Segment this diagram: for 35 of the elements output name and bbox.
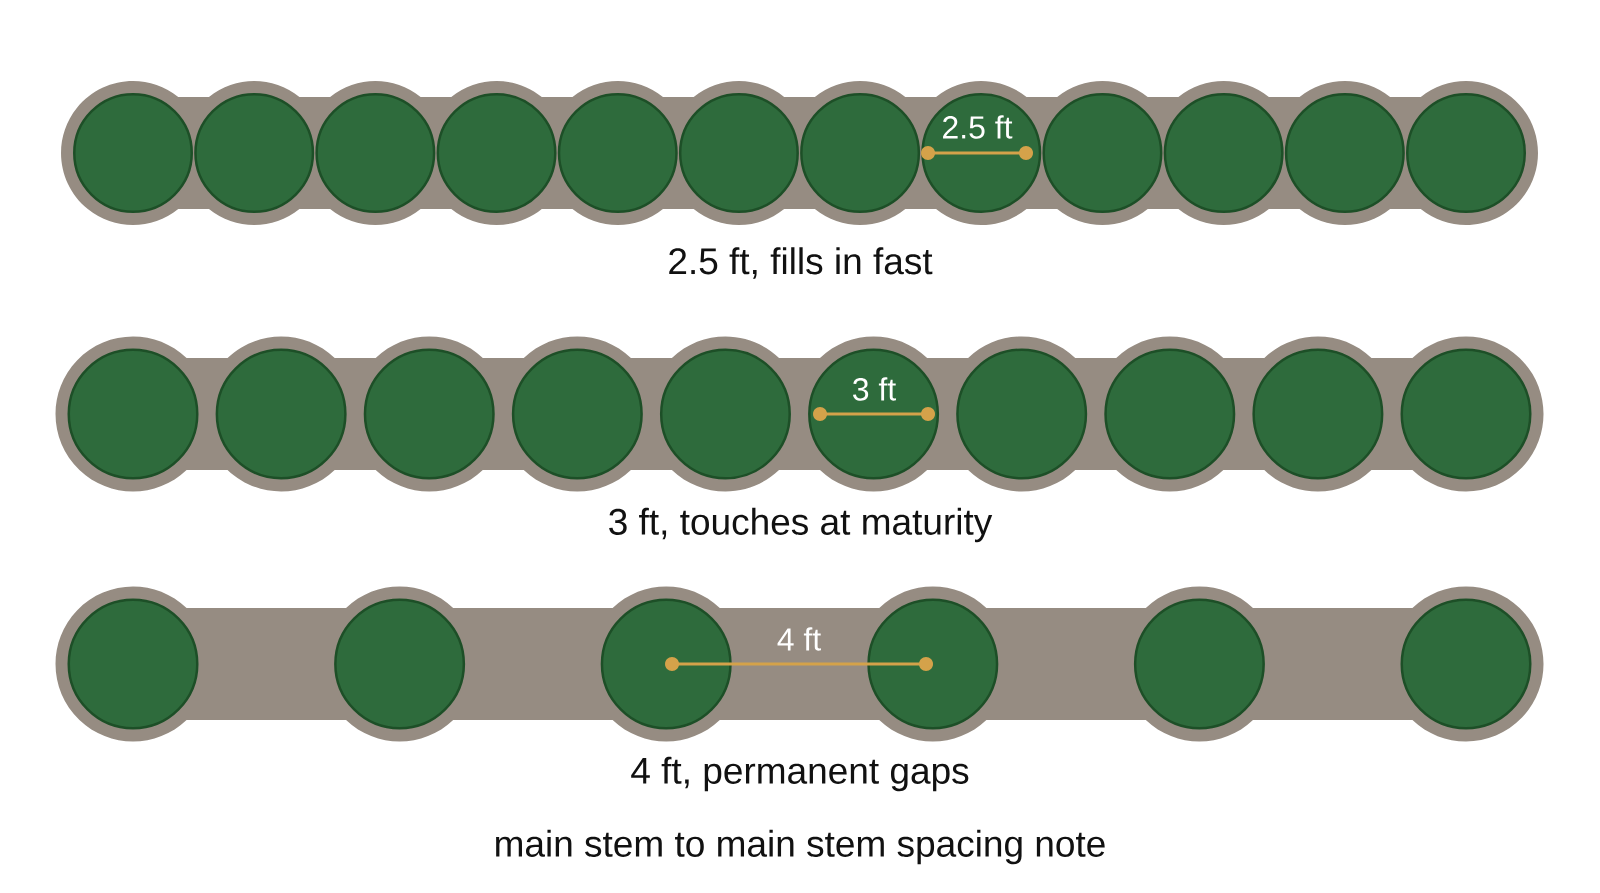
row-caption: 3 ft, touches at maturity (609, 507, 993, 543)
plant-circle (600, 598, 732, 730)
plant-circle (956, 348, 1088, 480)
plant-circle (67, 598, 199, 730)
plant-circle (334, 598, 466, 730)
plant-circle (511, 348, 643, 480)
plant-circle (1042, 93, 1163, 213)
plant-circle (678, 93, 799, 213)
plant-circle (67, 348, 199, 480)
dimension-label: 2.5 ft (943, 115, 1013, 139)
plant-circle (315, 93, 436, 213)
plant-circle (73, 93, 193, 213)
plant-circle (1406, 93, 1526, 213)
plant-circle (1252, 348, 1384, 480)
plant-circle (1163, 93, 1284, 213)
plant-circle (436, 93, 557, 213)
plant-circle (215, 348, 347, 480)
plant-circle (1133, 598, 1265, 730)
dimension-label: 3 ft (853, 377, 896, 401)
plant-circle (659, 348, 791, 480)
plant-circle (1104, 348, 1236, 480)
plant-circle (921, 93, 1042, 213)
plant-circle (1400, 598, 1532, 730)
plant-circle (1400, 348, 1532, 480)
caption: main stem to main stem spacing note (496, 829, 1105, 865)
row-caption: 2.5 ft, fills in fast (669, 247, 933, 279)
plant-circle (1284, 93, 1405, 213)
plant-circle (867, 598, 999, 730)
plant-circle (194, 93, 315, 213)
plant-circle (808, 348, 940, 480)
plant-circle (363, 348, 495, 480)
plant-circle (557, 93, 678, 213)
plant-circle (800, 93, 921, 213)
row-caption: 4 ft, permanent gaps (631, 756, 969, 792)
dimension-label: 4 ft (777, 627, 821, 651)
